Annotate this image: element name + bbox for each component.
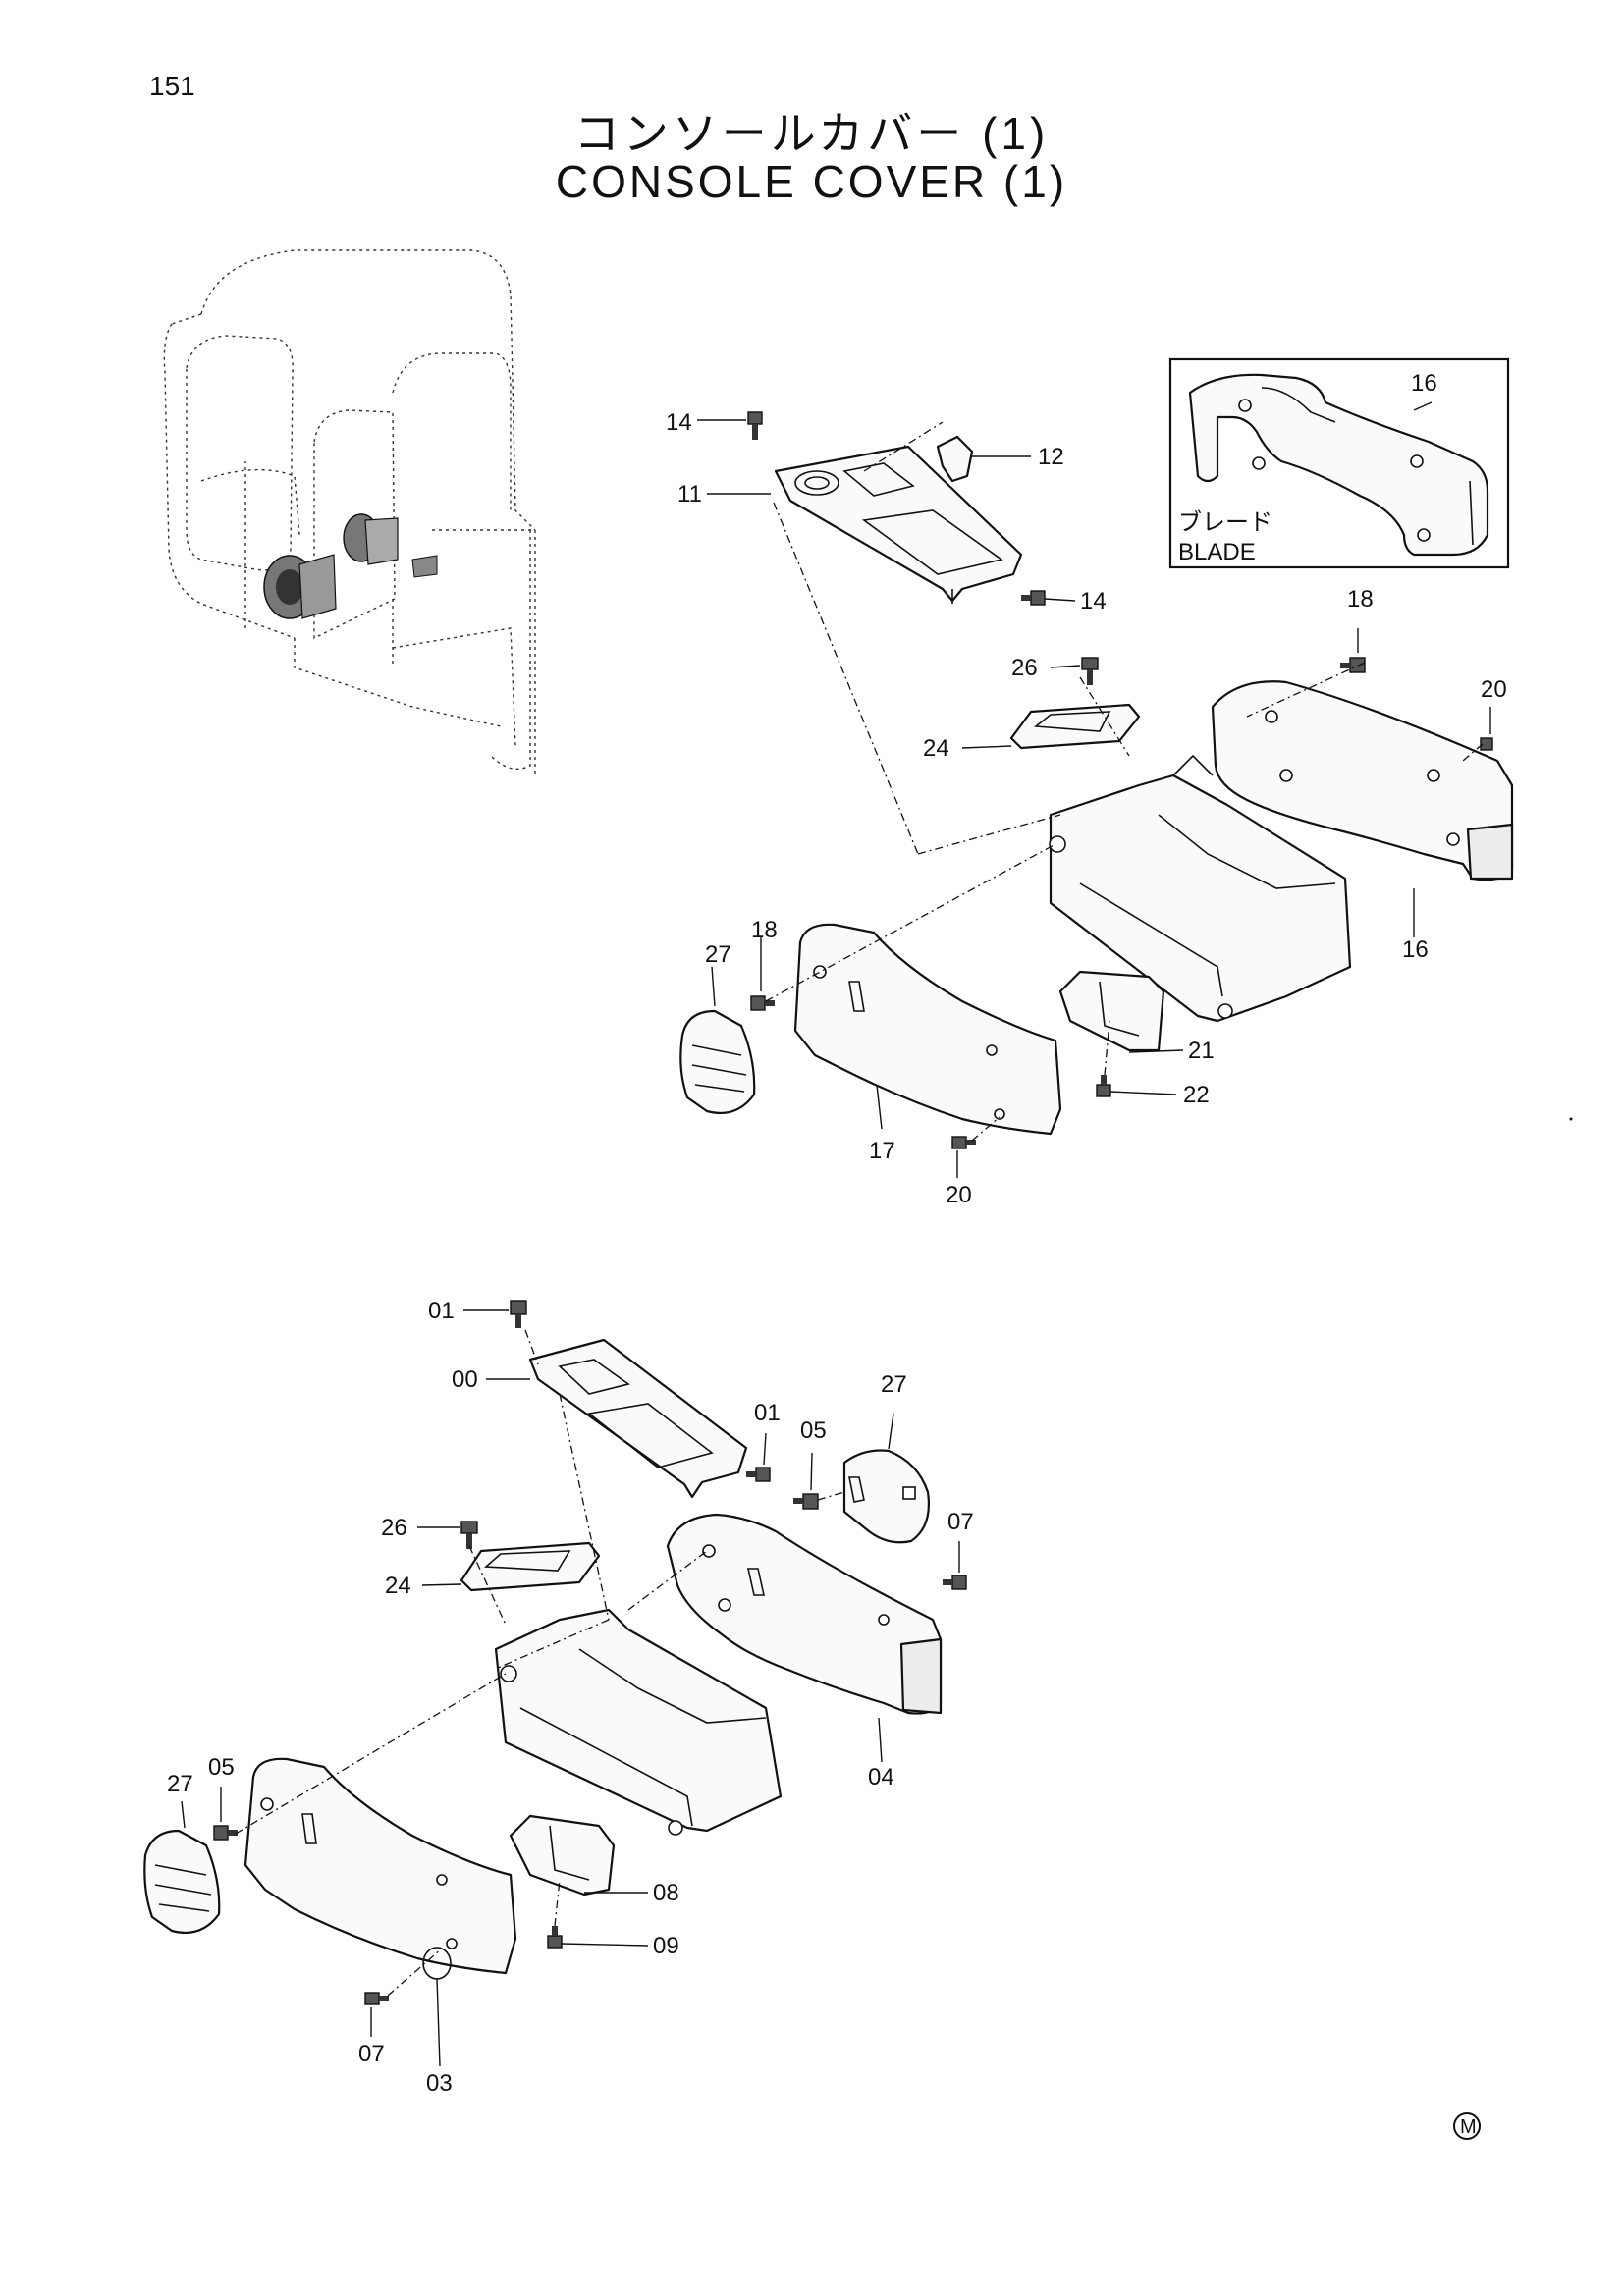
inset-blade-box: 16 ブレード BLADE [1168, 357, 1510, 569]
bolt-07-right [943, 1575, 967, 1590]
mark-letter: M [1460, 2116, 1477, 2138]
callout-07-bottom: 07 [358, 2041, 385, 2067]
callout-17: 17 [869, 1138, 895, 1164]
callout-27-lower-right: 27 [881, 1371, 907, 1398]
callout-11: 11 [677, 481, 702, 507]
callout-20-bottom: 20 [946, 1182, 972, 1208]
callout-20-top: 20 [1481, 676, 1507, 703]
callout-24: 24 [923, 735, 949, 762]
callout-27-lower-left: 27 [167, 1771, 193, 1797]
callout-03: 03 [426, 2070, 453, 2097]
callout-00: 00 [452, 1366, 478, 1393]
callout-04: 04 [868, 1764, 894, 1790]
bolt-14-side [1021, 590, 1046, 606]
callout-22: 22 [1183, 1082, 1210, 1108]
callout-26-lower: 26 [381, 1515, 407, 1541]
bolt-01-side [746, 1467, 771, 1482]
page-title-english: CONSOLE COVER (1) [555, 156, 1068, 207]
callout-27-upper: 27 [705, 941, 731, 968]
inset-callout-16: 16 [1411, 370, 1437, 397]
part-27-cap-lower-right [842, 1449, 930, 1544]
callout-18-left: 18 [751, 917, 778, 943]
part-24-gasket-lower [460, 1541, 601, 1592]
bolt-18-top [1340, 657, 1366, 673]
bolt-05-left [213, 1825, 238, 1841]
bolt-26-upper [1081, 657, 1099, 685]
part-27-pad-upper [679, 1009, 756, 1115]
callout-12: 12 [1038, 444, 1064, 470]
circled-m-mark: M [1453, 2112, 1481, 2140]
bolt-01-top [510, 1300, 527, 1328]
page-title-japanese: コンソールカバー (1) [573, 108, 1050, 159]
callout-16: 16 [1402, 936, 1429, 963]
part-17-left-cover [793, 923, 1062, 1136]
bolt-05-right [793, 1493, 819, 1510]
callout-01-side: 01 [754, 1400, 781, 1426]
callout-24-lower: 24 [385, 1573, 411, 1599]
bolt-09 [547, 1926, 563, 1949]
bolt-22 [1096, 1075, 1111, 1097]
center-box-frame-lower [494, 1608, 783, 1833]
inset-label-english: BLADE [1178, 539, 1256, 565]
lower-assembly: 01 00 27 01 05 26 07 24 04 27 05 08 09 0… [143, 1298, 974, 2097]
callout-01-top: 01 [428, 1298, 455, 1324]
callout-07-right: 07 [947, 1509, 974, 1535]
bolt-26-lower [460, 1521, 478, 1549]
part-00-tray [528, 1338, 748, 1499]
bolt-18-left [750, 995, 775, 1011]
callout-09: 09 [653, 1933, 679, 1959]
part-27-pad-lower-left [143, 1829, 221, 1935]
callout-14-side: 14 [1080, 588, 1107, 614]
bolt-20-top [1480, 737, 1493, 751]
callout-21: 21 [1188, 1038, 1215, 1064]
callout-05-left: 05 [208, 1754, 235, 1781]
cab-illustration [163, 249, 536, 775]
upper-assembly: 14 11 12 14 18 20 26 24 16 27 18 21 22 1… [666, 409, 1514, 1208]
part-08-bracket [509, 1814, 616, 1896]
callout-26: 26 [1011, 655, 1038, 681]
part-21-bracket [1058, 970, 1165, 1052]
callout-08: 08 [653, 1880, 679, 1906]
bolt-20-bottom [951, 1136, 976, 1149]
page-number: 151 [149, 71, 195, 101]
bolt-07-bottom [364, 1992, 389, 2005]
callout-18-top: 18 [1347, 586, 1374, 613]
part-12-bracket [936, 435, 974, 483]
callout-14-top: 14 [666, 409, 692, 436]
part-03-left-cover [243, 1757, 517, 1975]
callout-05-right: 05 [800, 1417, 827, 1444]
part-11-tray [774, 445, 1023, 603]
inset-label-japanese: ブレード [1178, 509, 1272, 536]
bolt-14-top [747, 411, 763, 440]
